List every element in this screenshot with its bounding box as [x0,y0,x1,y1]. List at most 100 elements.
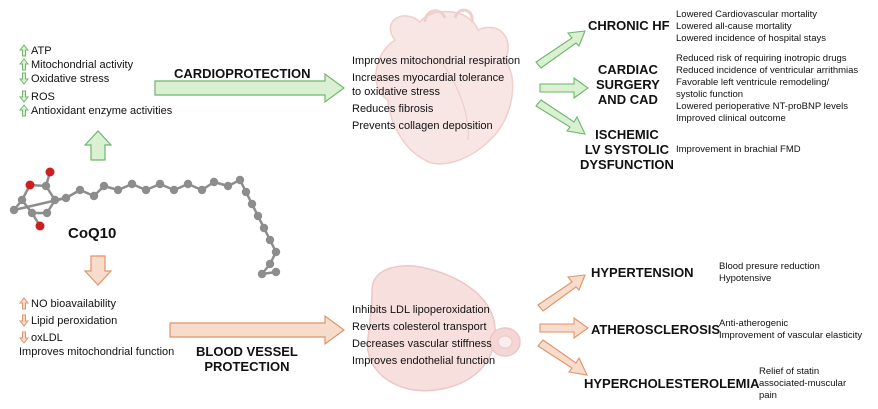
mechanism-item: Increases myocardial tolerance [352,72,505,84]
outcomes-hypercholesterolemia: Relief of statin associated-muscular pai… [759,366,846,402]
molecule-atom [127,179,137,189]
vessel-effect-item: NO bioavailability [18,297,174,311]
molecule-atom [265,259,275,269]
outcomes-ischemic: Improvement in brachial FMD [676,144,801,156]
mechanism-item: Reduces fibrosis [352,103,434,115]
arrow-to-cardiac-surgery [539,76,589,100]
cardio-effect-item: Mitochondrial activity [18,58,172,72]
mechanism-item: Decreases vascular stiffness [352,338,492,350]
molecule-atom [35,221,45,231]
molecule-atom [257,269,267,279]
cardio-effects-list: ATP Mitochondrial activity Oxidative str… [18,44,172,118]
outcomes-atherosclerosis: Anti-atherogenic Improvement of vascular… [719,318,862,342]
molecule-atom [25,180,35,190]
outcome-item: Reduced incidence of ventricular arrithm… [676,65,859,76]
mechanism-item: Reverts colesterol transport [352,321,487,333]
molecule-atom [141,185,151,195]
molecule-atom [75,185,85,195]
arrow-down-icon [18,314,31,328]
molecule-atom [113,185,123,195]
mechanism-item: Prevents collagen deposition [352,120,493,132]
coq10-molecule [9,167,281,279]
down-arrow-to-vessel-effects [83,255,113,286]
molecule-atom [271,267,281,277]
cardio-effect-item: Oxidative stress [18,72,172,86]
outcome-item: systolic function [676,89,744,100]
molecule-atom [223,181,233,191]
condition-title-chronic-hf: CHRONIC HF [588,18,670,33]
cardio-mechanisms-list: Improves mitochondrial respiration Incre… [352,54,520,133]
cardioprotection-arrow [154,72,346,104]
outcome-item: Lowered perioperative NT-proBNP levels [676,101,848,112]
outcome-item: Improved clinical outcome [676,113,786,124]
mechanism-item: Improves mitochondrial respiration [352,55,521,67]
outcome-item: Hypotensive [719,273,772,284]
cardio-effect-item: Antioxidant enzyme activities [18,104,172,118]
vessel-protection-arrow [169,314,346,346]
mechanism-item: Improves endothelial function [352,355,496,367]
mechanism-item: Inhibits LDL lipoperoxidation [352,304,490,316]
vessel-effect-item: oxLDL [18,331,174,345]
molecule-atom [169,185,179,195]
condition-title-line: CARDIAC [597,62,658,77]
vessel-protection-title-line: PROTECTION [204,359,290,374]
outcome-item: Improvement in brachial FMD [676,144,801,155]
arrow-to-ischemic [535,99,586,135]
arrow-up-icon [18,58,31,72]
cardio-effect-item: ROS [18,90,172,104]
molecule-atom [241,187,251,197]
molecule-atom [61,193,71,203]
outcomes-cardiac-surgery: Reduced risk of requiring inotropic drug… [676,53,858,125]
arrow-up-icon [18,104,31,118]
molecule-atom [9,205,19,215]
outcome-item: Anti-atherogenic [719,318,789,329]
coq10-label: CoQ10 [68,225,117,242]
outcome-item: Lowered incidence of hospital stays [676,33,826,44]
molecule-atom [253,211,263,221]
vessel-protection-title: BLOOD VESSEL PROTECTION [196,344,298,374]
molecule-atom [27,208,37,218]
up-arrow-to-cardio-effects [83,130,113,161]
vessel-mechanisms-list: Inhibits LDL lipoperoxidation Reverts co… [352,303,495,369]
molecule-atom [259,223,269,233]
molecule-atom [271,247,281,257]
condition-title-line: LV SYSTOLIC [584,142,669,157]
arrow-to-hypertension [537,274,586,312]
outcome-item: pain [759,390,777,401]
heart-illustration [375,8,514,165]
condition-title-cardiac-surgery: CARDIAC SURGERY AND CAD [596,62,660,107]
molecule-atom [183,179,193,189]
vessel-effects-list: NO bioavailability Lipid peroxidation ox… [18,297,174,359]
condition-title-line: DYSFUNCTION [580,157,674,172]
condition-title-atherosclerosis: ATHEROSCLEROSIS [591,322,721,337]
molecule-atom [197,185,207,195]
outcome-item: Improvement of vascular elasticity [719,330,863,341]
arrow-down-icon [18,331,31,345]
arrow-to-chronic-hf [535,30,586,69]
arrow-to-hypercholesterolemia [537,339,588,376]
condition-title-line: ISCHEMIC [595,127,659,142]
cardioprotection-title: CARDIOPROTECTION [174,66,311,81]
outcome-item: Lowered Cardiovascular mortality [676,9,817,20]
outcome-item: Favorable left ventricule remodeling/ [676,77,830,88]
vessel-effect-item: Lipid peroxidation [18,314,174,328]
condition-title-hypercholesterolemia: HYPERCHOLESTEROLEMIA [584,376,760,391]
molecule-atom [50,195,60,205]
outcomes-chronic-hf: Lowered Cardiovascular mortality Lowered… [676,9,826,45]
condition-title-ischemic: ISCHEMIC LV SYSTOLIC DYSFUNCTION [580,127,674,172]
arrow-to-atherosclerosis [539,316,589,340]
arrow-down-icon [18,90,31,104]
vessel-protection-title-line: BLOOD VESSEL [196,344,298,359]
arrow-up-icon [18,44,31,58]
molecule-atom [17,195,27,205]
outcome-item: Lowered all-cause mortality [676,21,792,32]
arrow-down-icon [18,72,31,86]
molecule-atom [235,175,245,185]
molecule-atom [209,177,219,187]
outcome-item: Blood presure reduction [719,261,820,272]
cardio-effect-item: ATP [18,44,172,58]
molecule-atom [247,199,257,209]
outcomes-hypertension: Blood presure reduction Hypotensive [719,261,820,285]
